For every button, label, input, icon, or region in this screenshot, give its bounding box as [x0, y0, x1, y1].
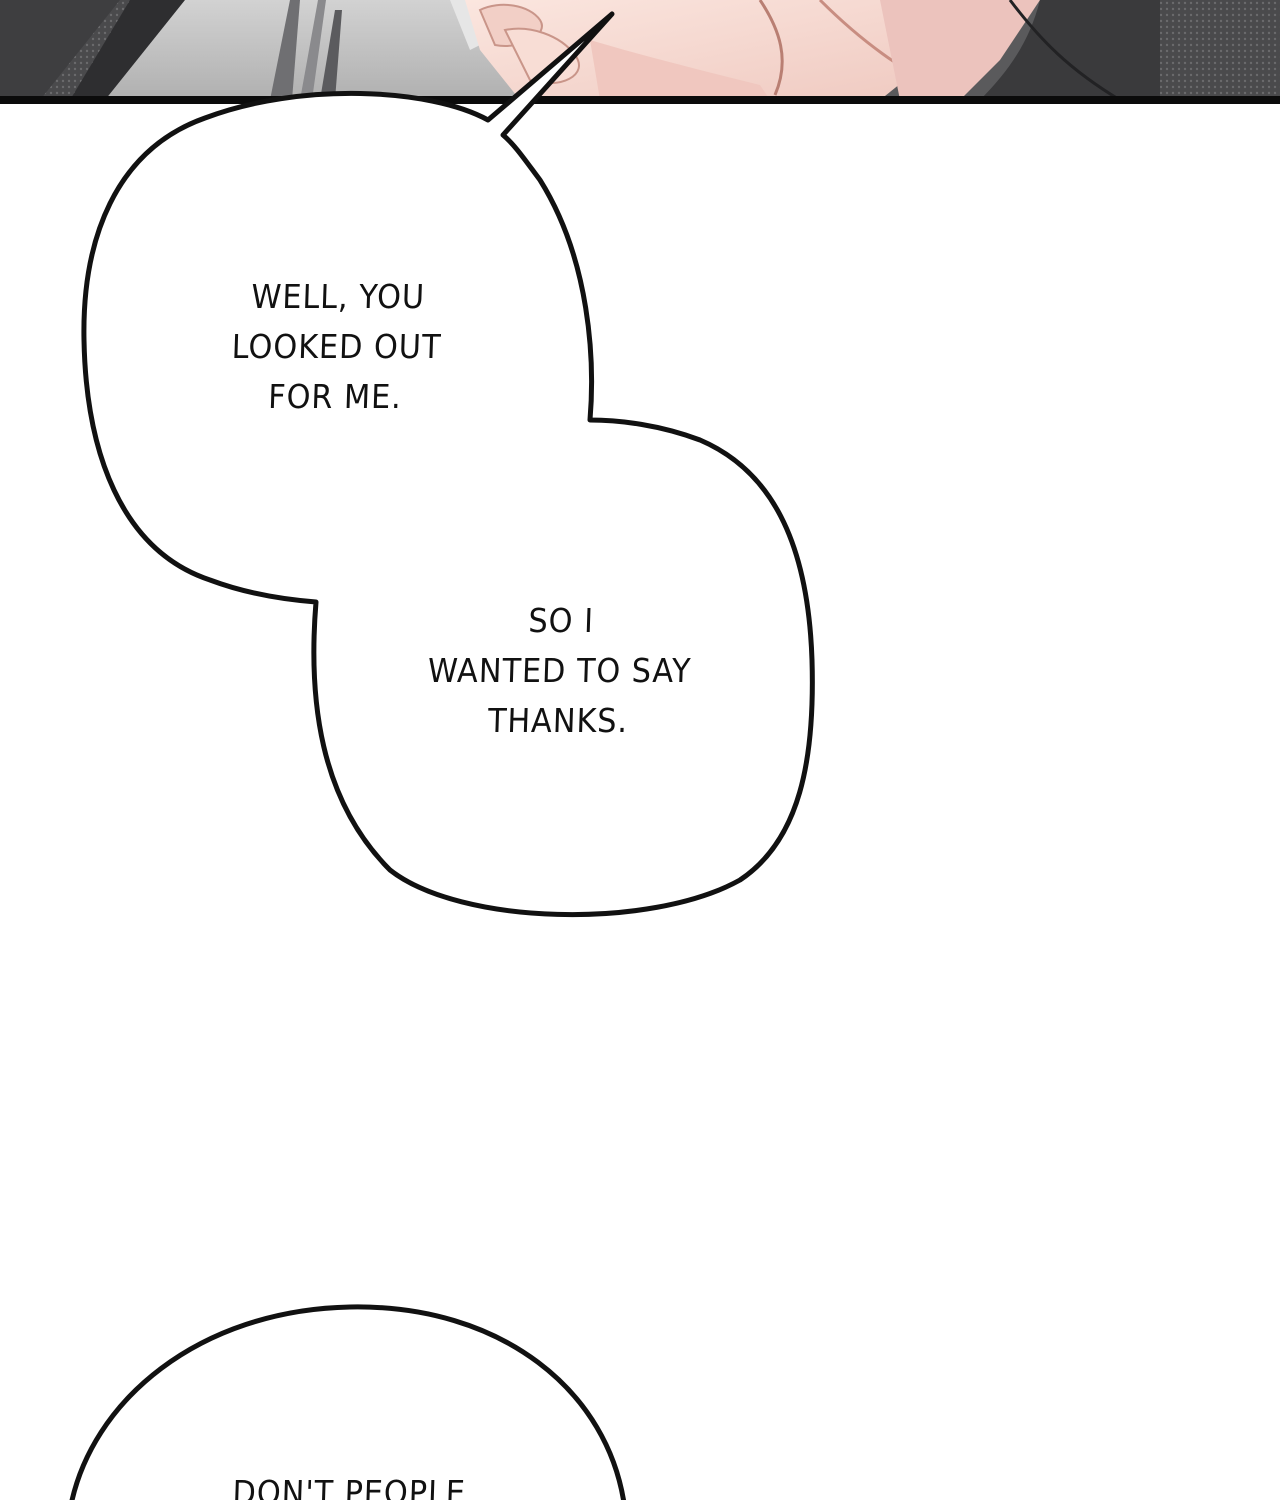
speech-bubble-3: [69, 1304, 626, 1500]
speech-bubble-1: [81, 11, 815, 918]
bubble-3-text: DON'T PEOPLE: [164, 1468, 534, 1500]
bubble-1-line-2: LOOKED OUT: [231, 327, 443, 366]
bubble-1-line-1: WELL, YOU: [250, 277, 426, 316]
top-panel-art: [0, 0, 1280, 104]
bubble-3-line-1: DON'T PEOPLE: [231, 1473, 467, 1500]
bubble-2-line-2: WANTED TO SAY: [427, 651, 692, 690]
bubble-2-line-1: SO I: [527, 601, 595, 640]
bubble-1-text: WELL, YOU LOOKED OUT FOR ME.: [196, 272, 477, 422]
bubble-2-text: SO I WANTED TO SAY THANKS.: [401, 596, 719, 746]
bubble-1-line-3: FOR ME.: [267, 377, 403, 416]
bubble-2-line-3: THANKS.: [487, 701, 629, 740]
